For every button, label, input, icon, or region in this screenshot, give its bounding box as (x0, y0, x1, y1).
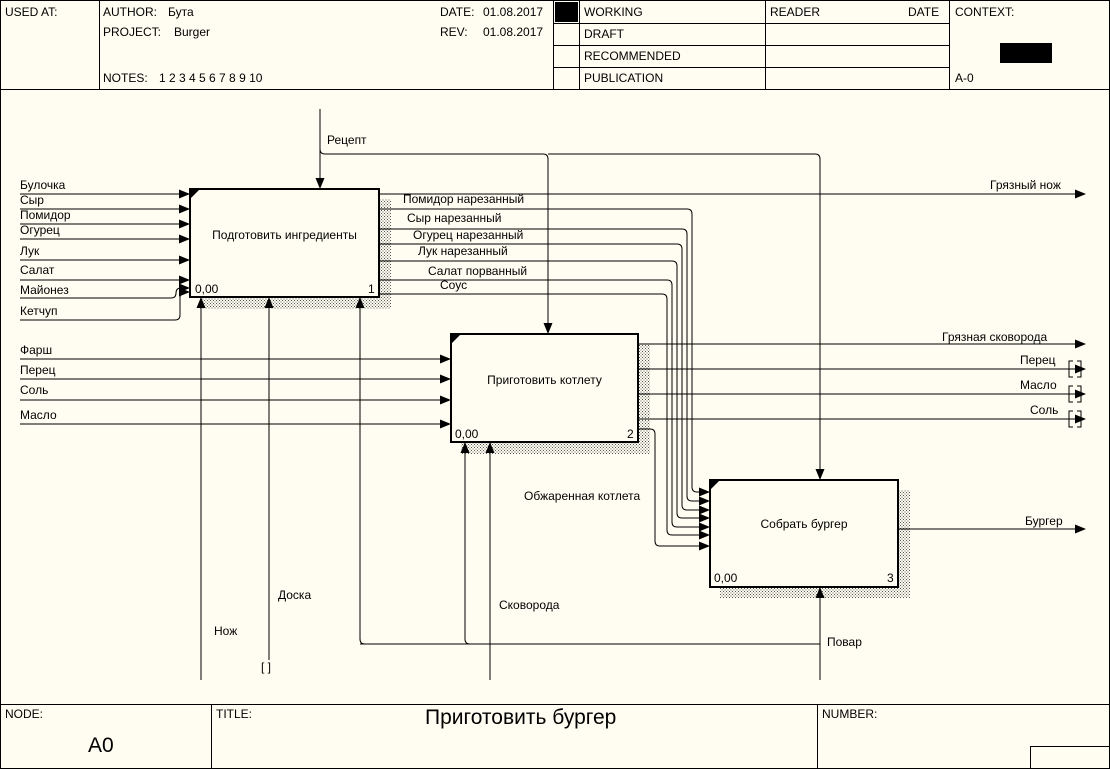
arrow-recept-branch-2 (319, 148, 553, 334)
label-perets-out: Перец (1020, 353, 1056, 367)
label-maslo-out: Масло (1020, 378, 1057, 392)
arrow-onion-sliced (379, 260, 710, 523)
label-burger: Бургер (1025, 514, 1063, 528)
box-corner-marks (190, 189, 720, 490)
title-label: TITLE: (216, 707, 253, 721)
used-at-label: USED AT: (5, 5, 58, 19)
label-pan: Сковорода (499, 598, 560, 612)
label-tomato-sliced: Помидор нарезанный (403, 192, 525, 206)
label-fried-patty: Обжаренная котлета (524, 489, 641, 503)
box-1-cost: 0,00 (195, 282, 219, 296)
label-sol-in: Соль (20, 383, 49, 397)
label-knife: Нож (214, 624, 238, 638)
status-working: WORKING (584, 5, 643, 19)
label-onion-sliced: Лук нарезанный (418, 244, 508, 258)
date-label: DATE: (440, 5, 475, 19)
label-perets-in: Перец (20, 363, 56, 377)
label-cheese-sliced: Сыр нарезанный (407, 211, 502, 225)
arrow-tomato-sliced (379, 208, 710, 497)
label-ketchup: Кетчуп (20, 304, 58, 318)
label-lettuce-torn: Салат порванный (428, 264, 528, 278)
label-cucumber-sliced: Огурец нарезанный (413, 228, 524, 242)
label-sol-out: Соль (1030, 403, 1059, 417)
status-publication: PUBLICATION (584, 71, 664, 85)
node-value: A0 (88, 734, 114, 757)
author-label: AUTHOR: (103, 5, 157, 19)
box-1 (189, 188, 380, 298)
arrow-ketchup (20, 287, 190, 321)
arrow-cheese-sliced (379, 228, 710, 506)
box-1-number: 1 (368, 282, 375, 296)
project-value: Burger (174, 25, 211, 39)
arrow-cook-2 (360, 442, 471, 645)
box-1-name: Подготовить ингредиенты (212, 228, 357, 242)
arrow-fried-patty (638, 428, 710, 551)
label-dirty-knife: Грязный нож (990, 178, 1061, 192)
date-value: 01.08.2017 (483, 5, 544, 19)
box-3-name: Собрать бургер (760, 517, 848, 531)
notes-label: NOTES: (103, 71, 148, 85)
label-salat: Салат (20, 263, 55, 277)
context-label: CONTEXT: (955, 5, 1015, 19)
author-value: Бута (168, 5, 194, 19)
arrow-recept-branch-3 (548, 153, 825, 480)
box-2-cost: 0,00 (455, 427, 479, 441)
reader-label: READER (770, 5, 821, 19)
tunnel-bracket-board: [ ] (261, 660, 272, 674)
label-pomidor: Помидор (20, 208, 71, 222)
arrow-sauce (379, 293, 710, 540)
context-box-icon (1000, 43, 1052, 63)
arrow-lettuce-torn (379, 279, 710, 532)
label-dirty-pan: Грязная сковорода (942, 330, 1048, 344)
label-mayonez: Майонез (20, 283, 69, 297)
rev-value: 01.08.2017 (483, 25, 544, 39)
rev-label: REV: (440, 25, 468, 39)
node-label: NODE: (5, 707, 44, 721)
label-bulochka: Булочка (20, 178, 66, 192)
context-node: A-0 (955, 71, 974, 85)
activity-boxes (189, 188, 899, 588)
arrow-cucumber-sliced (379, 243, 710, 515)
label-sauce: Соус (440, 278, 468, 292)
label-farsh: Фарш (20, 343, 53, 357)
box-3-cost: 0,00 (714, 571, 738, 585)
status-recommended: RECOMMENDED (584, 49, 681, 63)
box-shadows (200, 199, 910, 598)
label-syr: Сыр (20, 193, 44, 207)
label-maslo-in: Масло (20, 408, 57, 422)
box-2-number: 2 (627, 427, 634, 441)
reader-date-label: DATE (908, 5, 940, 19)
label-ogurets: Огурец (20, 223, 60, 237)
box-3 (709, 479, 899, 588)
number-label: NUMBER: (822, 707, 878, 721)
notes-value: 1 2 3 4 5 6 7 8 9 10 (159, 71, 263, 85)
box-3-number: 3 (887, 571, 894, 585)
diagram-title: Приготовить бургер (425, 706, 617, 729)
label-board: Доска (278, 588, 312, 602)
arrow-lines (20, 109, 1086, 680)
label-luk: Лук (20, 244, 40, 258)
tunnel-brackets (1068, 360, 1082, 428)
label-cook: Повар (827, 635, 862, 649)
box-2 (450, 333, 639, 443)
project-label: PROJECT: (103, 25, 162, 39)
working-status-marker (555, 2, 578, 22)
label-recept: Рецепт (327, 133, 367, 147)
box-2-name: Приготовить котлету (487, 373, 602, 387)
status-draft: DRAFT (584, 27, 624, 41)
